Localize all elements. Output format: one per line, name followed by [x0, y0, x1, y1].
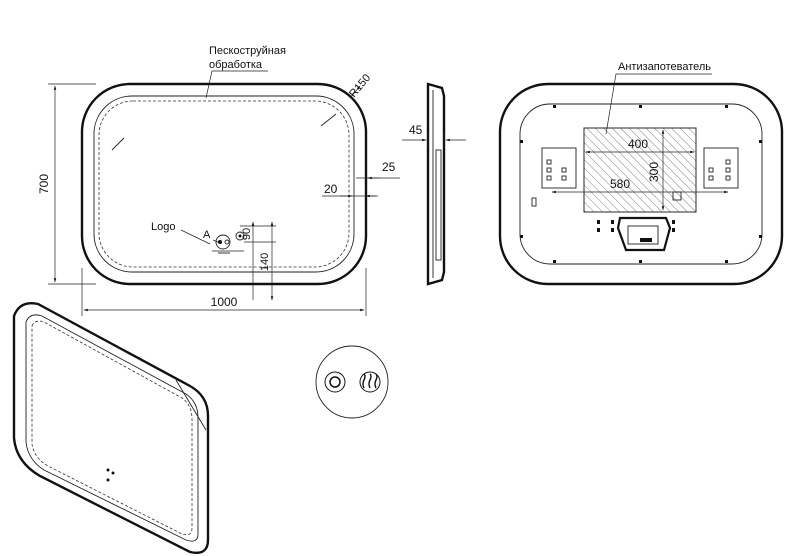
power-button-inner [329, 376, 341, 388]
perspective-sensor [106, 468, 115, 482]
radius-label: R150 [347, 72, 373, 100]
perspective-view [12, 302, 210, 554]
touch-sensor-group [215, 234, 231, 250]
antifog-area [583, 127, 697, 213]
perspective-edge [175, 379, 207, 431]
dim-45-label: 45 [409, 123, 423, 137]
dim-20-label: 20 [324, 182, 338, 196]
front-view: Пескоструйная обработка R150 Logo A 700 … [37, 45, 400, 316]
power-button-icon [324, 371, 346, 393]
mounting-dots [520, 105, 762, 263]
detail-circle [315, 345, 389, 419]
side-view: 45 [402, 82, 466, 286]
back-view: Антизапотеватель 400 300 580 [498, 61, 784, 286]
a-label: A [203, 229, 211, 241]
reflection-line-2 [111, 137, 125, 151]
sensor-small-circle-inner [238, 234, 242, 238]
side-switch-left [531, 197, 537, 207]
dim-400-label: 400 [628, 137, 648, 151]
mirror-inner-outline [93, 95, 355, 273]
perspective-strip [31, 320, 193, 536]
antifog-waves-icon [362, 373, 378, 389]
sensor-small-circle [235, 231, 245, 241]
dim-25-label: 25 [382, 160, 396, 174]
dim-300-label: 300 [647, 162, 661, 182]
dim-700-label: 700 [37, 174, 51, 194]
power-box [597, 216, 675, 252]
dim-140-label: 140 [259, 253, 271, 271]
sensor-dot-left [218, 240, 222, 244]
dim-1000-label: 1000 [211, 295, 238, 309]
side-bracket [435, 149, 442, 261]
sensor-dot-right [224, 239, 230, 245]
sandblast-label-line1: Пескоструйная [209, 45, 286, 57]
sandblast-leader [205, 70, 268, 99]
back-outer-outline [498, 82, 784, 286]
bracket-right [703, 147, 739, 189]
logo-leader [180, 229, 211, 245]
sandblast-label-line2: обработка [209, 59, 263, 71]
back-inner-outline [519, 103, 763, 265]
mirror-outer-outline [80, 82, 368, 286]
side-profile-outer [426, 82, 446, 286]
antifog-leader [605, 73, 712, 135]
bracket-left [541, 147, 577, 189]
antifog-button-icon [359, 371, 381, 393]
detail-a [315, 345, 389, 419]
reflection-line [320, 113, 337, 127]
dim-90-label: 90 [241, 228, 253, 240]
perspective-inner [25, 314, 199, 542]
dim-580-label: 580 [610, 177, 630, 191]
antifog-label: Антизапотеватель [618, 61, 711, 73]
radius-leader [349, 85, 361, 99]
logo-label: Logo [151, 221, 175, 233]
sandblast-strip [98, 100, 350, 268]
antifog-connector [672, 191, 682, 201]
perspective-outer [12, 302, 210, 554]
